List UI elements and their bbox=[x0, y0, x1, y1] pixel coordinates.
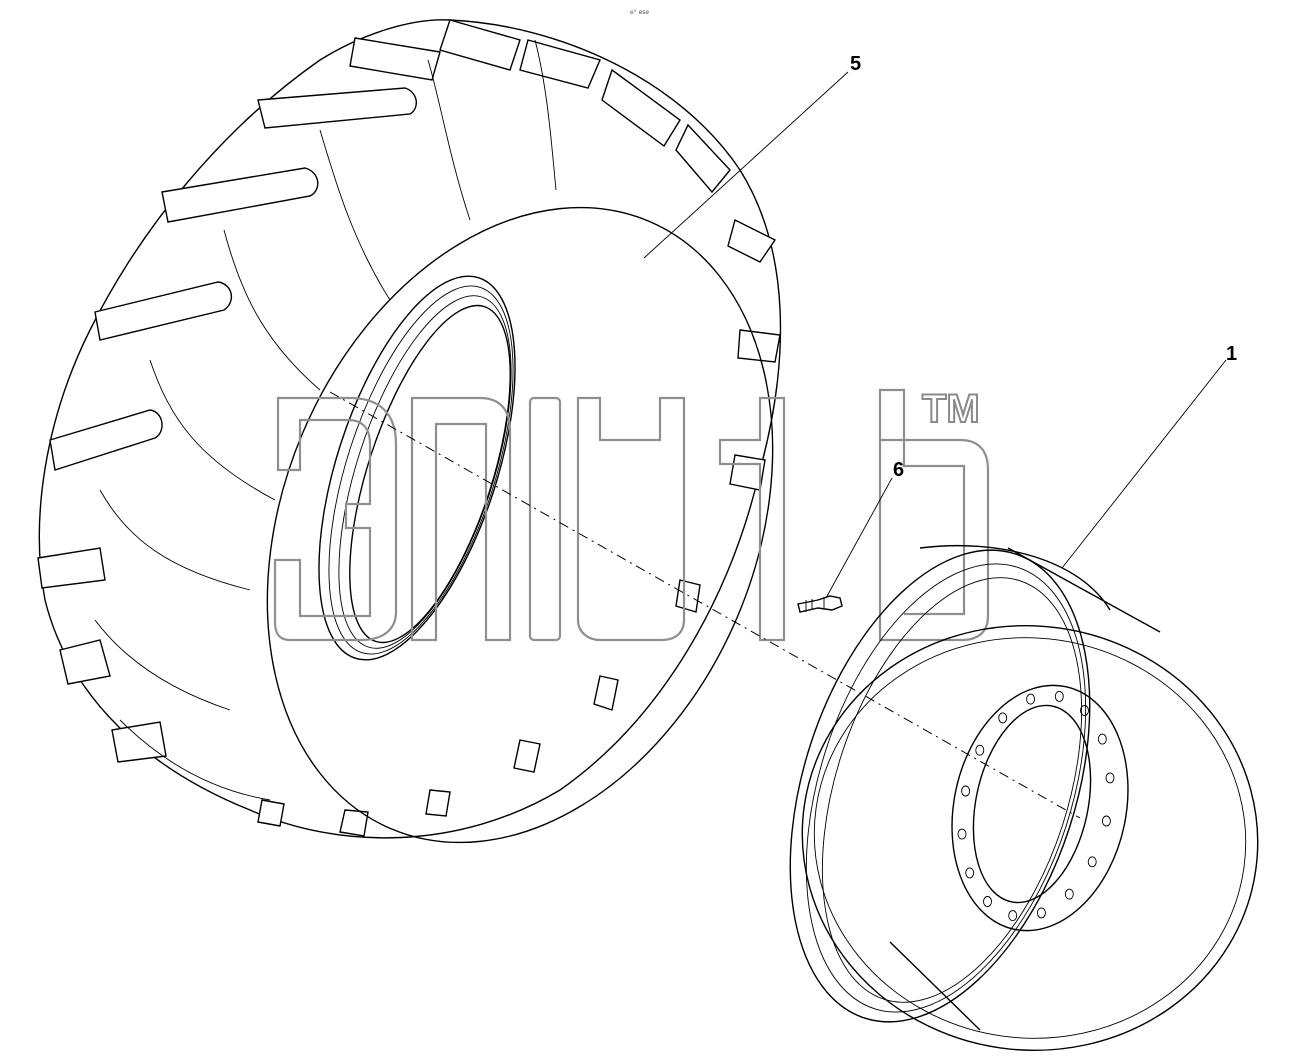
leader-line-5 bbox=[643, 71, 849, 259]
rim-front-flange bbox=[789, 549, 1091, 1023]
bolt-hole bbox=[1026, 693, 1036, 705]
bolt-hole bbox=[1008, 910, 1018, 922]
rim-disc bbox=[951, 684, 1129, 932]
rim-back-flange bbox=[801, 624, 1259, 1052]
tread-grooves bbox=[94, 39, 557, 801]
bolt-hole bbox=[1080, 705, 1089, 716]
rim-back-flange-inner bbox=[813, 637, 1247, 1039]
rim-front-flange-ring bbox=[821, 577, 1083, 1003]
rim-center-bore bbox=[972, 704, 1092, 904]
bolt-hole bbox=[1097, 733, 1107, 745]
watermark-logo: TM bbox=[273, 386, 990, 642]
trademark-symbol: TM bbox=[922, 387, 980, 431]
bolt-hole bbox=[957, 828, 967, 840]
callout-label-1: 1 bbox=[1226, 343, 1237, 365]
leader-line-1 bbox=[1061, 359, 1227, 569]
callout-label-5: 5 bbox=[850, 53, 861, 75]
rim-front-flange-ring bbox=[805, 563, 1087, 1013]
tire-sidewall bbox=[266, 206, 774, 844]
corner-code: e° ese bbox=[630, 9, 649, 16]
callout-1: 1 bbox=[1061, 343, 1237, 569]
rim-top-edge bbox=[919, 544, 1111, 611]
bolt-hole bbox=[1064, 888, 1074, 900]
bolt-hole bbox=[965, 867, 975, 879]
leader-line-6 bbox=[825, 477, 893, 599]
tire-bead-outer bbox=[318, 275, 516, 661]
callout-6: 6 bbox=[825, 459, 904, 599]
bolt-hole bbox=[1105, 772, 1115, 784]
assembly-axis bbox=[329, 391, 1081, 819]
bolt-hole bbox=[1054, 690, 1064, 702]
bolt-hole bbox=[975, 744, 985, 756]
bolt-hole bbox=[1101, 815, 1111, 827]
bolt-hole bbox=[983, 896, 992, 907]
rim-bottom-tangent bbox=[889, 941, 981, 1031]
bolt-hole bbox=[1036, 907, 1046, 919]
bolt-hole bbox=[961, 785, 971, 797]
tire bbox=[37, 19, 782, 844]
bolt-hole bbox=[1087, 856, 1097, 868]
tire-bead-ring bbox=[328, 285, 514, 655]
bolt-hole bbox=[998, 712, 1008, 724]
tread-lugs bbox=[37, 19, 781, 837]
callout-label-6: 6 bbox=[893, 459, 904, 481]
bolt-hole-circle bbox=[957, 690, 1115, 922]
callout-5: 5 bbox=[643, 53, 861, 259]
valve-stem bbox=[797, 595, 843, 613]
rim bbox=[789, 544, 1259, 1052]
